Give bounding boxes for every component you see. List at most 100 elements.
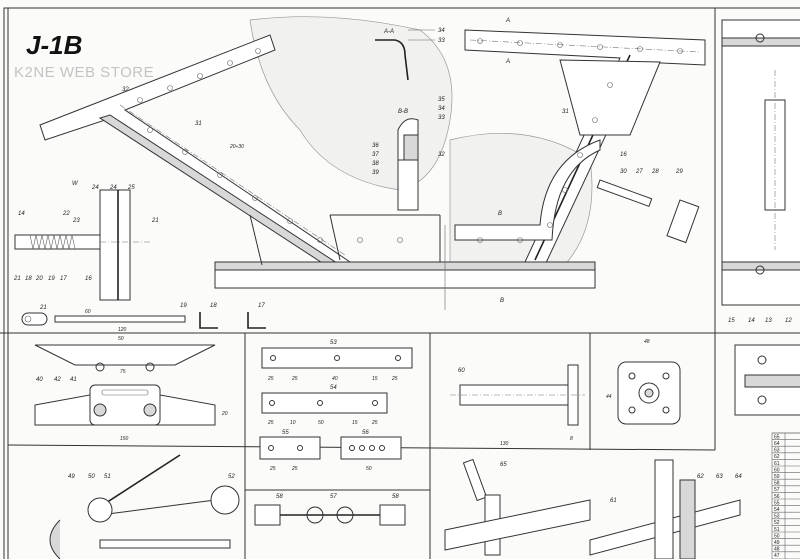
table-part-number: 48 <box>774 547 780 553</box>
dimension-label: 25 <box>371 420 378 426</box>
part-label: 18 <box>25 276 32 282</box>
dimension-label: 25 <box>269 466 276 472</box>
part-label: 29 <box>675 169 683 175</box>
part-label: 14 <box>18 211 25 217</box>
dimension-label: 120 <box>118 327 127 333</box>
part-label: 17 <box>258 303 265 309</box>
dimension-label: 25 <box>267 420 274 426</box>
table-part-number: 60 <box>774 467 780 473</box>
part-label: 32 <box>122 87 129 93</box>
part-label: 31 <box>562 109 569 115</box>
part-label: 14 <box>748 318 755 324</box>
table-part-number: 64 <box>774 441 780 447</box>
part-label: 40 <box>36 377 43 383</box>
part-label: 24 <box>91 185 99 191</box>
part-label: 62 <box>697 474 704 480</box>
part-label: 21 <box>151 218 159 224</box>
part-label: 18 <box>210 303 217 309</box>
dimension-label: 60 <box>85 309 91 315</box>
detail-w-spring: W 14 22 23 24 24 25 21 21 18 20 19 17 16 <box>13 181 159 301</box>
table-part-number: 57 <box>774 487 780 493</box>
part-label: 21 <box>39 305 47 311</box>
table-part-number: 52 <box>774 520 780 526</box>
part-label: 20 <box>35 276 43 282</box>
section-aa-label: A-A <box>383 29 394 35</box>
part-label: 24 <box>109 185 117 191</box>
part-label: 51 <box>104 474 111 480</box>
table-part-number: 53 <box>774 514 780 520</box>
small-parts: 21 60 120 19 18 17 <box>21 303 266 333</box>
section-mark: B <box>498 211 502 217</box>
section-mark: B <box>500 298 504 304</box>
part-label: 33 <box>438 115 445 121</box>
dimension-label: 15 <box>352 420 358 426</box>
part-label: 15 <box>728 318 735 324</box>
table-part-number: 65 <box>774 434 780 440</box>
part-label: 41 <box>70 377 77 383</box>
section-views: A-A 34 33 B-B 35 34 33 32 36 37 38 39 <box>372 28 445 211</box>
part-label: 16 <box>620 152 627 158</box>
part-label: 63 <box>716 474 723 480</box>
part-label: 58 <box>276 494 283 500</box>
dimension-label: 25 <box>267 376 274 382</box>
dimension-label: 40 <box>332 376 338 382</box>
part-label: 56 <box>362 430 369 436</box>
part-label: 23 <box>72 218 80 224</box>
part-label: 65 <box>500 462 507 468</box>
table-part-number: 47 <box>774 553 780 559</box>
dimension-label: 44 <box>606 394 612 400</box>
part-label: 49 <box>68 474 75 480</box>
part-label: 36 <box>372 143 379 149</box>
part-label: 35 <box>438 97 445 103</box>
dimension-label: 48 <box>644 339 650 345</box>
table-part-number: 50 <box>774 533 780 539</box>
part-label: 22 <box>62 211 70 217</box>
part-label: 38 <box>372 161 379 167</box>
part-label: 61 <box>610 498 617 504</box>
part-label: 30 <box>620 169 627 175</box>
dimension-label: 50 <box>118 336 124 342</box>
part-label: 42 <box>54 377 61 383</box>
part-label: 34 <box>438 106 445 112</box>
part-label: 53 <box>330 340 337 346</box>
part-label: 19 <box>180 303 187 309</box>
part-label: 57 <box>330 494 337 500</box>
plates-53-56: 53 25 25 40 15 25 54 25 10 50 15 25 55 2… <box>259 340 413 472</box>
table-part-number: 63 <box>774 448 780 454</box>
dimension-label: 50 <box>366 466 372 472</box>
detail-label: W <box>72 181 79 187</box>
axle-60: 60 130 8 <box>450 364 585 447</box>
dimension-label: 75 <box>120 369 126 375</box>
part-label: 25 <box>127 185 135 191</box>
part-label: 55 <box>282 430 289 436</box>
table-part-number: 56 <box>774 494 780 500</box>
part-label: 60 <box>458 368 465 374</box>
dimension-label: 25 <box>291 376 298 382</box>
part-label: 39 <box>372 170 379 176</box>
dimension-label: 150 <box>120 436 129 442</box>
part-label: 58 <box>392 494 399 500</box>
part-label: 12 <box>785 318 792 324</box>
part-label: 37 <box>372 152 379 158</box>
table-part-number: 51 <box>774 527 780 533</box>
dimension-label: 10 <box>290 420 296 426</box>
bracket-40-42: 50 75 40 42 41 150 20 <box>34 336 228 442</box>
table-part-number: 61 <box>774 461 780 467</box>
table-part-number: 62 <box>774 454 780 460</box>
part-label: 21 <box>13 276 21 282</box>
table-part-number: 58 <box>774 481 780 487</box>
part-label: 31 <box>195 121 202 127</box>
section-mark: A <box>505 59 510 65</box>
part-label: 34 <box>438 28 445 34</box>
part-label: 17 <box>60 276 67 282</box>
dimension-label: 130 <box>500 441 509 447</box>
table-part-number: 49 <box>774 540 780 546</box>
part-label: 16 <box>85 276 92 282</box>
hinge-detail: 16 30 27 28 29 <box>596 152 700 244</box>
part-label: 27 <box>635 169 643 175</box>
flange-plate: 48 44 <box>606 339 681 425</box>
table-part-number: 54 <box>774 507 780 513</box>
